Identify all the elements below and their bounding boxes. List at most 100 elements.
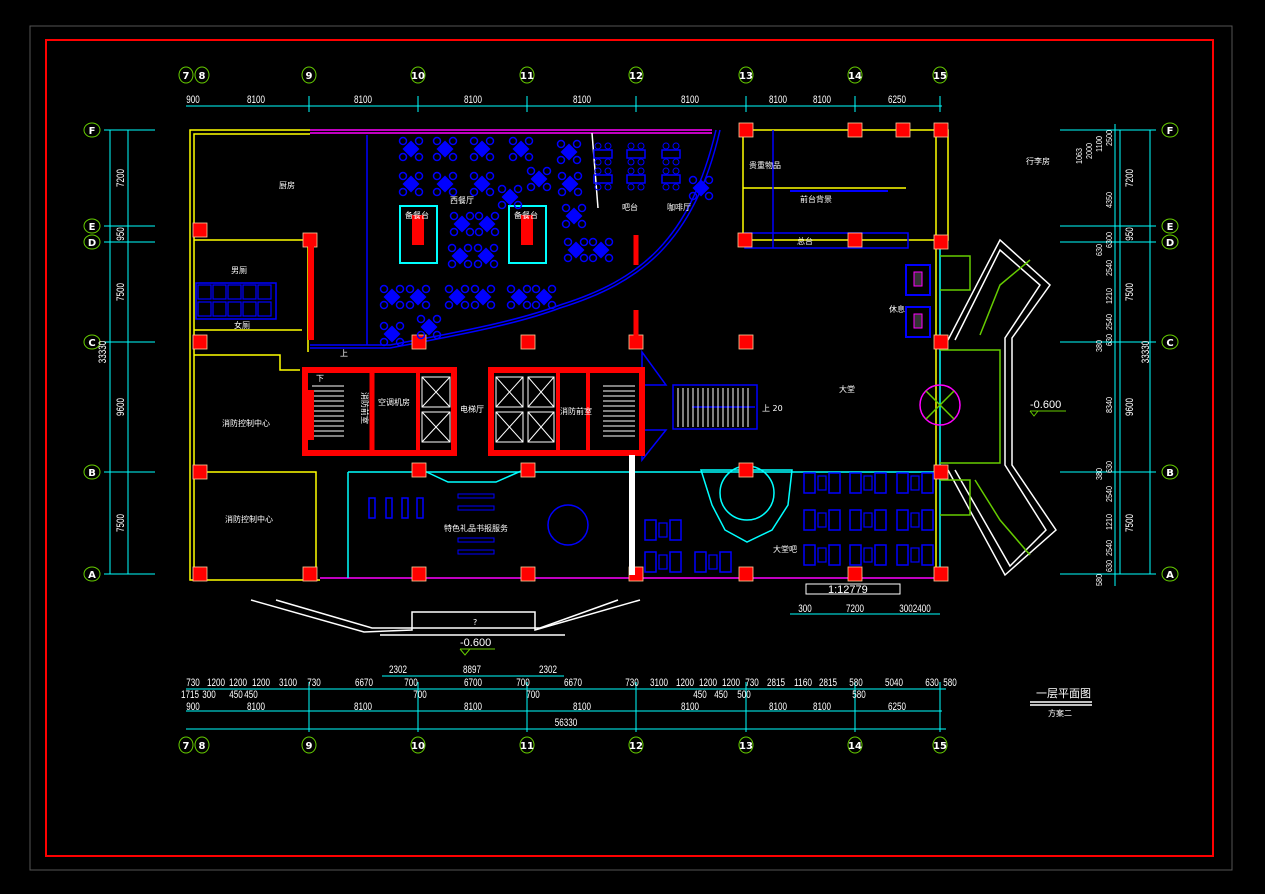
table: [565, 207, 583, 225]
column-wall: [633, 235, 639, 265]
rest-sofa: [905, 306, 931, 338]
chair: [557, 187, 567, 197]
chair: [473, 259, 483, 269]
chair: [463, 259, 473, 269]
axis-label-col-10: 10: [411, 741, 425, 752]
axis-label-row-D: D: [88, 238, 96, 249]
dim-bottom-axis: 8100: [681, 701, 699, 713]
display-shelf: [401, 497, 409, 519]
room-label-fire-control-2: 消防控制中心: [225, 514, 273, 524]
table-set: [416, 314, 442, 340]
chair: [470, 300, 480, 310]
chair: [627, 183, 635, 191]
axis-label-row-B: B: [1166, 468, 1174, 479]
chair: [572, 155, 582, 165]
title-block: 一层平面图 方案二: [1030, 687, 1092, 718]
elevation-mark-right: -0.600: [1029, 399, 1066, 417]
wc-stall: [197, 301, 212, 317]
sofa-set: [896, 544, 934, 566]
axis-bubble-15: [932, 66, 948, 84]
chair: [469, 136, 479, 146]
dim-bottom-detail-sub: 450: [229, 689, 243, 701]
chair: [594, 167, 602, 175]
column: [520, 462, 536, 478]
table: [409, 288, 427, 306]
dim-right-inner: 2540: [1105, 260, 1114, 276]
dim-bottom-detail: 730: [307, 677, 321, 689]
table: [626, 174, 646, 184]
chair: [579, 237, 589, 247]
table: [383, 325, 401, 343]
column: [738, 122, 754, 138]
chair: [594, 183, 602, 191]
table-set: [557, 171, 583, 197]
coffee-table: [863, 547, 873, 563]
dim-bottom-detail-sub: 450: [244, 689, 258, 701]
dim-top: 8100: [464, 94, 482, 106]
chair: [398, 152, 408, 162]
wc-stall: [197, 284, 212, 300]
axis-bubble-12: [628, 736, 644, 754]
chair: [557, 171, 567, 181]
chair: [573, 187, 583, 197]
axis-bubble-10: [410, 736, 426, 754]
table: [561, 175, 579, 193]
dim-bottom-detail: 3100: [279, 677, 297, 689]
axis-label-row-F: F: [1167, 126, 1174, 137]
dim-right-inner: 630: [1095, 244, 1104, 256]
chair: [513, 184, 523, 194]
stair-up-label: 上 20: [762, 404, 783, 413]
sofa-set: [896, 472, 934, 494]
dim-bottom-axis: 6250: [888, 701, 906, 713]
table-set: [506, 284, 532, 310]
wc-stall: [227, 301, 242, 317]
table-set: [449, 211, 475, 237]
room-labels: 厨房 西餐厅 备餐台 备餐台 吧台 咖啡厅 男厕 女厕 贵重物品 前台背景 总台…: [222, 156, 1050, 627]
dim-bottom-detail: 2815: [767, 677, 785, 689]
axis-bubble-B: [1161, 464, 1179, 480]
table-set: [379, 321, 405, 347]
axis-bubble-14: [847, 66, 863, 84]
elevation-mark-front: -0.600: [459, 637, 495, 656]
chair: [470, 284, 480, 294]
chair: [460, 300, 470, 310]
dim-top: 8100: [354, 94, 372, 106]
table-set: [398, 171, 424, 197]
round-display: [547, 504, 589, 546]
display-shelf: [385, 497, 393, 519]
chair: [465, 227, 475, 237]
chair: [672, 183, 680, 191]
dim-bottom-detail: 6700: [464, 677, 482, 689]
chair: [490, 227, 500, 237]
table-set: [469, 136, 495, 162]
armchair: [803, 544, 816, 566]
drawing-subtitle: 方案二: [1048, 708, 1072, 718]
table-set: [526, 166, 552, 192]
chair: [379, 321, 389, 331]
chair: [506, 300, 516, 310]
column-wall: [521, 215, 533, 245]
chair: [444, 300, 454, 310]
dim-left: 9600: [115, 398, 127, 416]
dim-bottom-detail: 2815: [819, 677, 837, 689]
table: [420, 318, 438, 336]
dim-right-inner: 630: [1105, 334, 1114, 346]
dim-bottom-detail-sub: 1715: [181, 689, 199, 701]
table-set: [447, 243, 473, 269]
dim-top: 900: [186, 94, 200, 106]
chair: [469, 152, 479, 162]
wc-stall: [242, 284, 257, 300]
room-label-rest: 休息: [889, 304, 905, 314]
dim-scale-bar: 3002400: [899, 603, 931, 615]
armchair: [669, 551, 682, 573]
table: [661, 149, 681, 159]
dim-top: 8100: [769, 94, 787, 106]
chair: [448, 171, 458, 181]
dim-bottom-detail-sub: 700: [413, 689, 427, 701]
table: [436, 140, 454, 158]
chair: [508, 152, 518, 162]
chair: [531, 284, 541, 294]
wc-stall: [227, 284, 242, 300]
axis-label-row-C: C: [1166, 338, 1173, 349]
chair: [547, 300, 557, 310]
